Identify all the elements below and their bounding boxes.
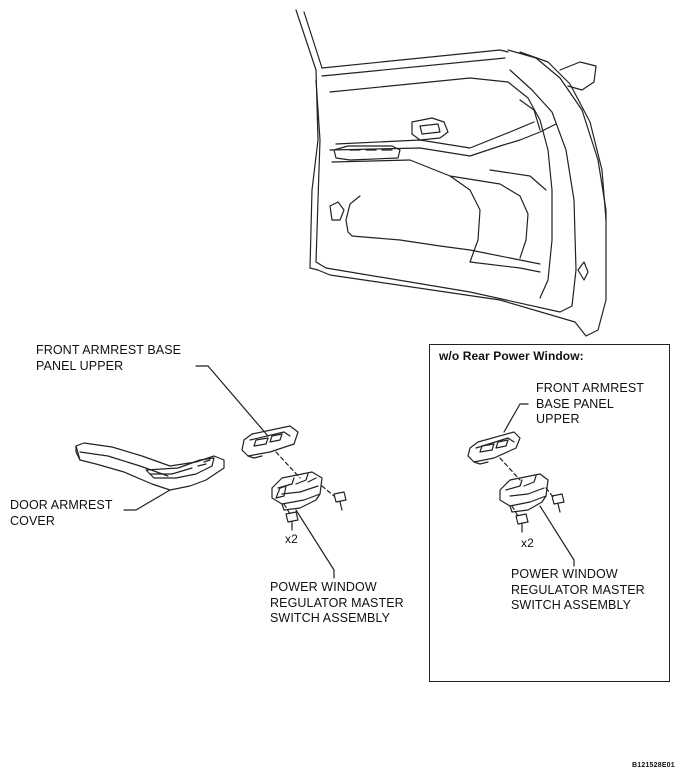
- screw-parts: [285, 491, 347, 531]
- door-illustration: [295, 9, 607, 337]
- label-power-window-switch: POWER WINDOW REGULATOR MASTER SWITCH ASS…: [270, 580, 404, 625]
- inset-front-armrest-base-panel-upper-part: [467, 431, 521, 465]
- inset-screw-parts: [515, 493, 565, 533]
- inset-assembly-dashed-lines: [499, 457, 555, 517]
- inset-label-front-armrest-base-panel-upper: FRONT ARMREST BASE PANEL UPPER: [536, 381, 645, 426]
- front-armrest-base-panel-upper-part: [241, 425, 299, 459]
- figure-code: B121528E01: [632, 762, 675, 769]
- inset-title: w/o Rear Power Window:: [439, 349, 584, 363]
- power-window-switch-part: [271, 471, 323, 511]
- inset-frame: [429, 344, 670, 682]
- door-armrest-cover-part: [75, 442, 225, 491]
- label-door-armrest-cover: DOOR ARMREST COVER: [10, 498, 113, 528]
- inset-label-screw-count: x2: [521, 536, 534, 550]
- inset-label-power-window-switch: POWER WINDOW REGULATOR MASTER SWITCH ASS…: [511, 567, 645, 612]
- inset-power-window-switch-part: [499, 473, 549, 513]
- assembly-dashed-lines: [275, 451, 335, 515]
- label-front-armrest-base-panel-upper: FRONT ARMREST BASE PANEL UPPER: [36, 343, 182, 373]
- leader-lines: [123, 365, 335, 579]
- inset-leader-lines: [503, 403, 575, 567]
- label-screw-count: x2: [285, 532, 298, 546]
